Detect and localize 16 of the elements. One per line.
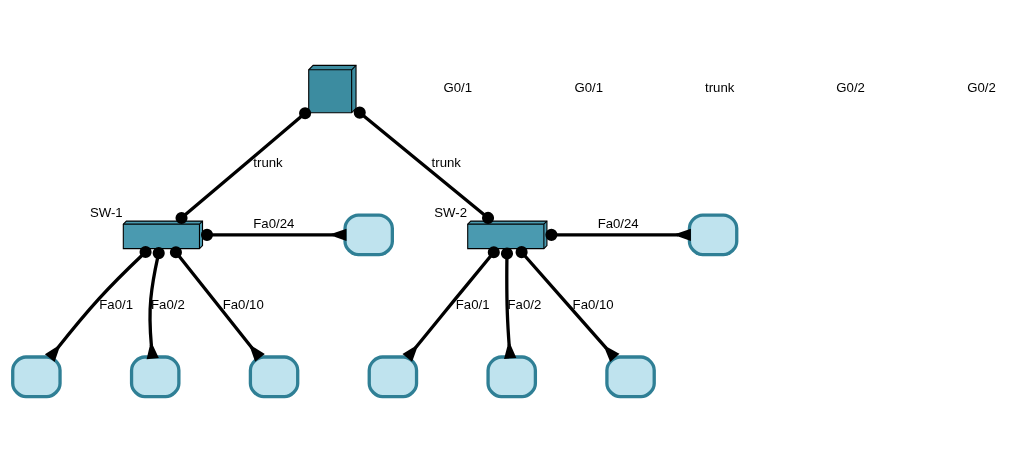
node-label: SW-2: [434, 204, 468, 220]
edge-label: Fa0/1: [99, 296, 134, 312]
edge-label: trunk: [431, 154, 461, 170]
label: G0/1: [574, 79, 604, 95]
edge-label: Fa0/1: [455, 296, 490, 312]
edge-label: Fa0/10: [222, 296, 264, 312]
node-label: SW-1: [89, 204, 123, 220]
label: G0/2: [967, 79, 996, 95]
edge-label: Fa0/10: [572, 296, 614, 312]
edge-label: Fa0/2: [151, 296, 185, 312]
label: G0/2: [836, 79, 865, 95]
edge-label: Fa0/24: [253, 215, 295, 231]
label: trunk: [705, 79, 735, 95]
edge-label: Fa0/24: [597, 215, 639, 231]
edge-label: trunk: [253, 154, 283, 170]
label: G0/1: [443, 79, 473, 95]
